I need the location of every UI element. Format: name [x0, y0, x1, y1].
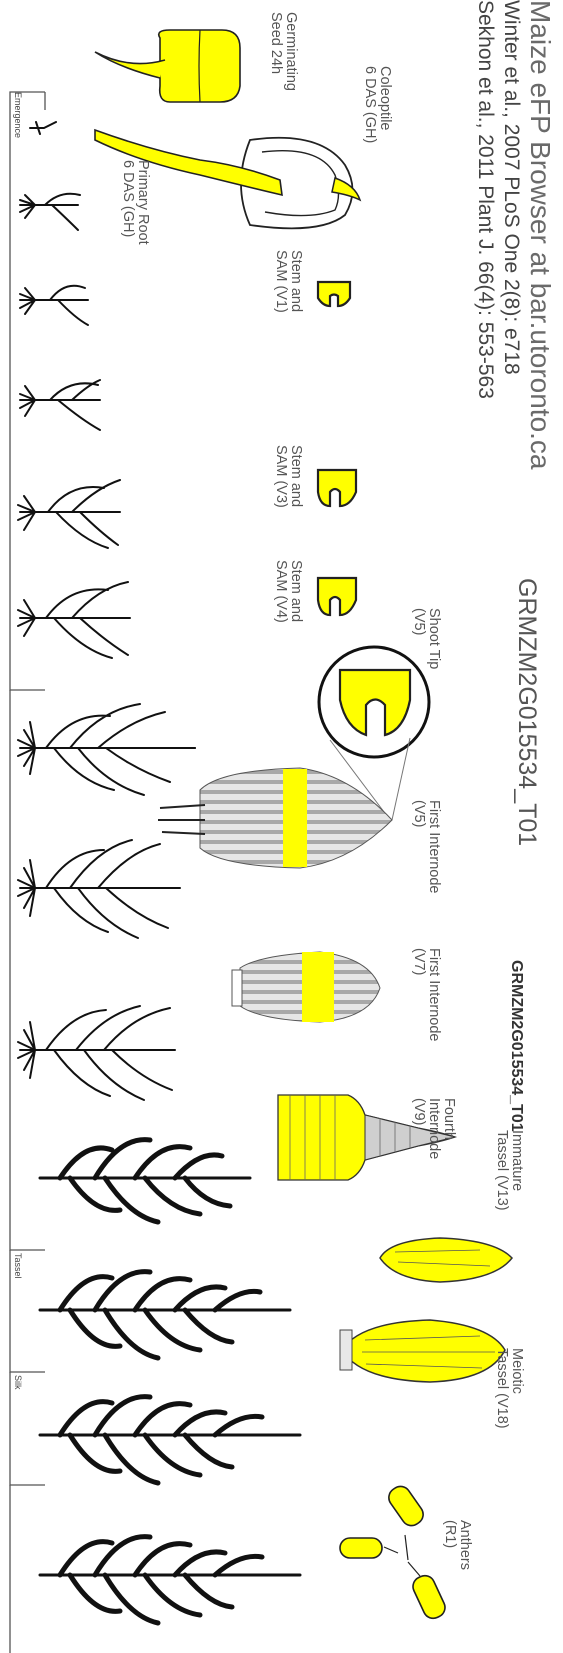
plant-growth-series [18, 122, 195, 1100]
seedling-1 [20, 194, 80, 230]
plant-v9 [18, 1006, 175, 1100]
anthers-tissue [340, 1482, 448, 1621]
gene-id-large: GRMZM2G015534_T01 [514, 578, 540, 846]
plant-v5 [18, 704, 195, 795]
label-stem-sam-v4: Stem and SAM (V4) [273, 560, 303, 623]
label-coleoptile: Coleoptile 6 DAS (GH) [362, 66, 392, 143]
stage-silk: Silk [13, 1375, 22, 1390]
plant-r1 [40, 1537, 300, 1623]
germinating-seed-tissue [95, 30, 240, 102]
label-first-internode-v5: First Internode (V5) [411, 800, 441, 894]
stage-tassel: Tassel [13, 1253, 22, 1279]
first-internode-v7-tissue [232, 952, 380, 1022]
label-stem-sam-v1: Stem and SAM (V1) [273, 250, 303, 313]
label-meiotic-tassel: Meiotic Tassel (V18) [494, 1348, 524, 1429]
seedling-4 [18, 480, 120, 548]
label-immature-tassel: Immature Tassel (V13) [494, 1130, 524, 1211]
seedling-3 [20, 380, 100, 430]
plant-silk [40, 1397, 300, 1483]
citation-winter: Winter et al., 2007 PLoS One 2(8): e718 [500, 0, 522, 375]
gene-id-small: GRMZM2G015534_T01 [507, 960, 524, 1132]
seedling-5 [18, 582, 130, 658]
stem-sam-v3-tissue [318, 470, 356, 506]
figure-title: Maize eFP Browser at bar.utoronto.ca [526, 0, 555, 470]
label-fourth-internode: Fourth Internode (V9) [410, 1098, 456, 1159]
label-shoot-tip: Shoot Tip (V5) [411, 608, 441, 669]
label-germinating-seed: Germinating Seed 24h [268, 12, 298, 91]
immature-tassel-tissue [380, 1238, 512, 1282]
label-primary-root: Primary Root 6 DAS (GH) [120, 160, 150, 245]
mature-plants [40, 1140, 300, 1623]
label-first-internode-v7: First Internode (V7) [411, 948, 441, 1042]
label-anthers: Anthers (R1) [442, 1520, 472, 1570]
seedling-2 [20, 286, 88, 325]
stem-sam-v1-tissue [318, 282, 350, 306]
first-internode-v5-tissue [158, 768, 392, 868]
citation-sekhon: Sekhon et al., 2011 Plant J. 66(4): 553-… [474, 0, 496, 399]
plant-v13 [40, 1140, 250, 1222]
stem-sam-v4-tissue [318, 578, 356, 615]
stage-emergence: Emergence [13, 92, 22, 138]
meiotic-tassel-tissue [340, 1320, 505, 1382]
plant-tassel [40, 1272, 290, 1358]
plant-v7 [18, 840, 180, 938]
label-stem-sam-v3: Stem and SAM (V3) [273, 445, 303, 508]
